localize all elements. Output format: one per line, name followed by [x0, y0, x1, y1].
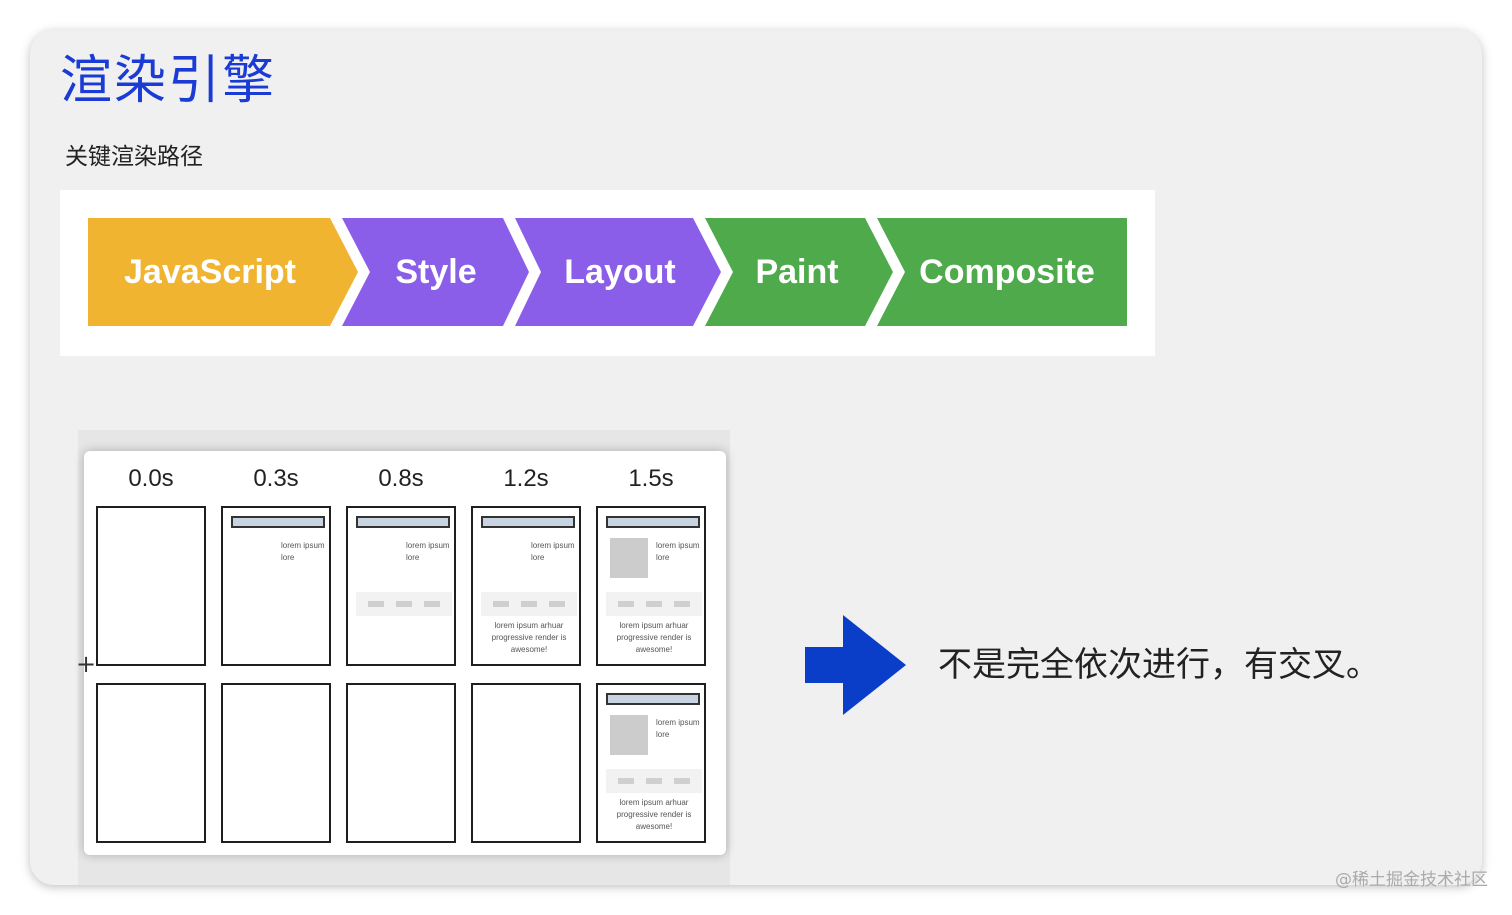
frame-top-4: lorem ipsum lore lorem ipsum arhuar prog…: [596, 506, 706, 666]
watermark: @稀土掘金技术社区: [1335, 870, 1488, 890]
frame-text-long: lorem ipsum arhuar progressive render is…: [616, 798, 692, 831]
right-arrow-icon: [805, 615, 906, 715]
frame-placeholder-row: [356, 592, 452, 616]
stage-javascript-label: JavaScript: [124, 253, 296, 291]
stage-layout-label: Layout: [564, 253, 675, 291]
crosshair-cursor-icon: +: [76, 650, 97, 678]
slide-subtitle: 关键渲染路径: [65, 144, 203, 170]
time-label-2: 0.8s: [378, 465, 424, 492]
frame-bottom-3: [471, 683, 581, 843]
frame-image-placeholder: [610, 715, 648, 755]
stage-javascript-shape: [88, 218, 358, 326]
frame-text-long: lorem ipsum arhuar progressive render is…: [491, 621, 567, 654]
frame-placeholder-row: [606, 592, 702, 616]
frame-placeholder-row: [606, 769, 702, 793]
frame-header-bar: [481, 516, 575, 528]
frame-text-short: lorem ipsum lore: [531, 541, 575, 562]
stage-paint-label: Paint: [755, 253, 838, 291]
frame-top-3: lorem ipsum lore lorem ipsum arhuar prog…: [471, 506, 581, 666]
caption-text: 不是完全依次进行，有交叉。: [938, 645, 1380, 685]
time-label-0: 0.0s: [128, 465, 174, 492]
rendering-pipeline-diagram: JavaScript Style Layout Paint Composite: [60, 190, 1155, 356]
time-label-4: 1.5s: [628, 465, 674, 492]
frame-text-long: lorem ipsum arhuar progressive render is…: [616, 621, 692, 654]
frame-bottom-1: [221, 683, 331, 843]
frame-text-short: lorem ipsum lore: [656, 718, 700, 739]
filmstrip-image: 0.0s 0.3s 0.8s 1.2s 1.5s lorem ipsum lor…: [78, 430, 730, 885]
time-label-3: 1.2s: [503, 465, 549, 492]
time-label-1: 0.3s: [253, 465, 299, 492]
frame-bottom-2: [346, 683, 456, 843]
filmstrip-card: 0.0s 0.3s 0.8s 1.2s 1.5s lorem ipsum lor…: [84, 451, 726, 855]
slide: 渲染引擎 关键渲染路径 JavaScript Style Layout Pain…: [30, 30, 1482, 885]
frame-bottom-0: [96, 683, 206, 843]
frame-header-bar: [231, 516, 325, 528]
frame-top-0: [96, 506, 206, 666]
frame-top-2: lorem ipsum lore: [346, 506, 456, 666]
frame-placeholder-row: [481, 592, 577, 616]
stage-style-label: Style: [395, 253, 476, 291]
slide-title: 渲染引擎: [60, 51, 277, 111]
stage-composite-label: Composite: [919, 253, 1095, 291]
pipeline-svg: JavaScript Style Layout Paint Composite: [88, 218, 1127, 326]
frame-image-placeholder: [610, 538, 648, 578]
stage-layout-shape: [515, 218, 721, 326]
stage-composite-shape: [877, 218, 1127, 326]
frame-text-short: lorem ipsum lore: [656, 541, 700, 562]
stage-paint-shape: [705, 218, 893, 326]
frame-header-bar: [606, 693, 700, 705]
frame-top-1: lorem ipsum lore: [221, 506, 331, 666]
frame-bottom-4: lorem ipsum lore lorem ipsum arhuar prog…: [596, 683, 706, 843]
frame-text-short: lorem ipsum lore: [281, 541, 325, 562]
stage-style-shape: [342, 218, 529, 326]
frame-header-bar: [356, 516, 450, 528]
frame-header-bar: [606, 516, 700, 528]
frame-text-short: lorem ipsum lore: [406, 541, 450, 562]
